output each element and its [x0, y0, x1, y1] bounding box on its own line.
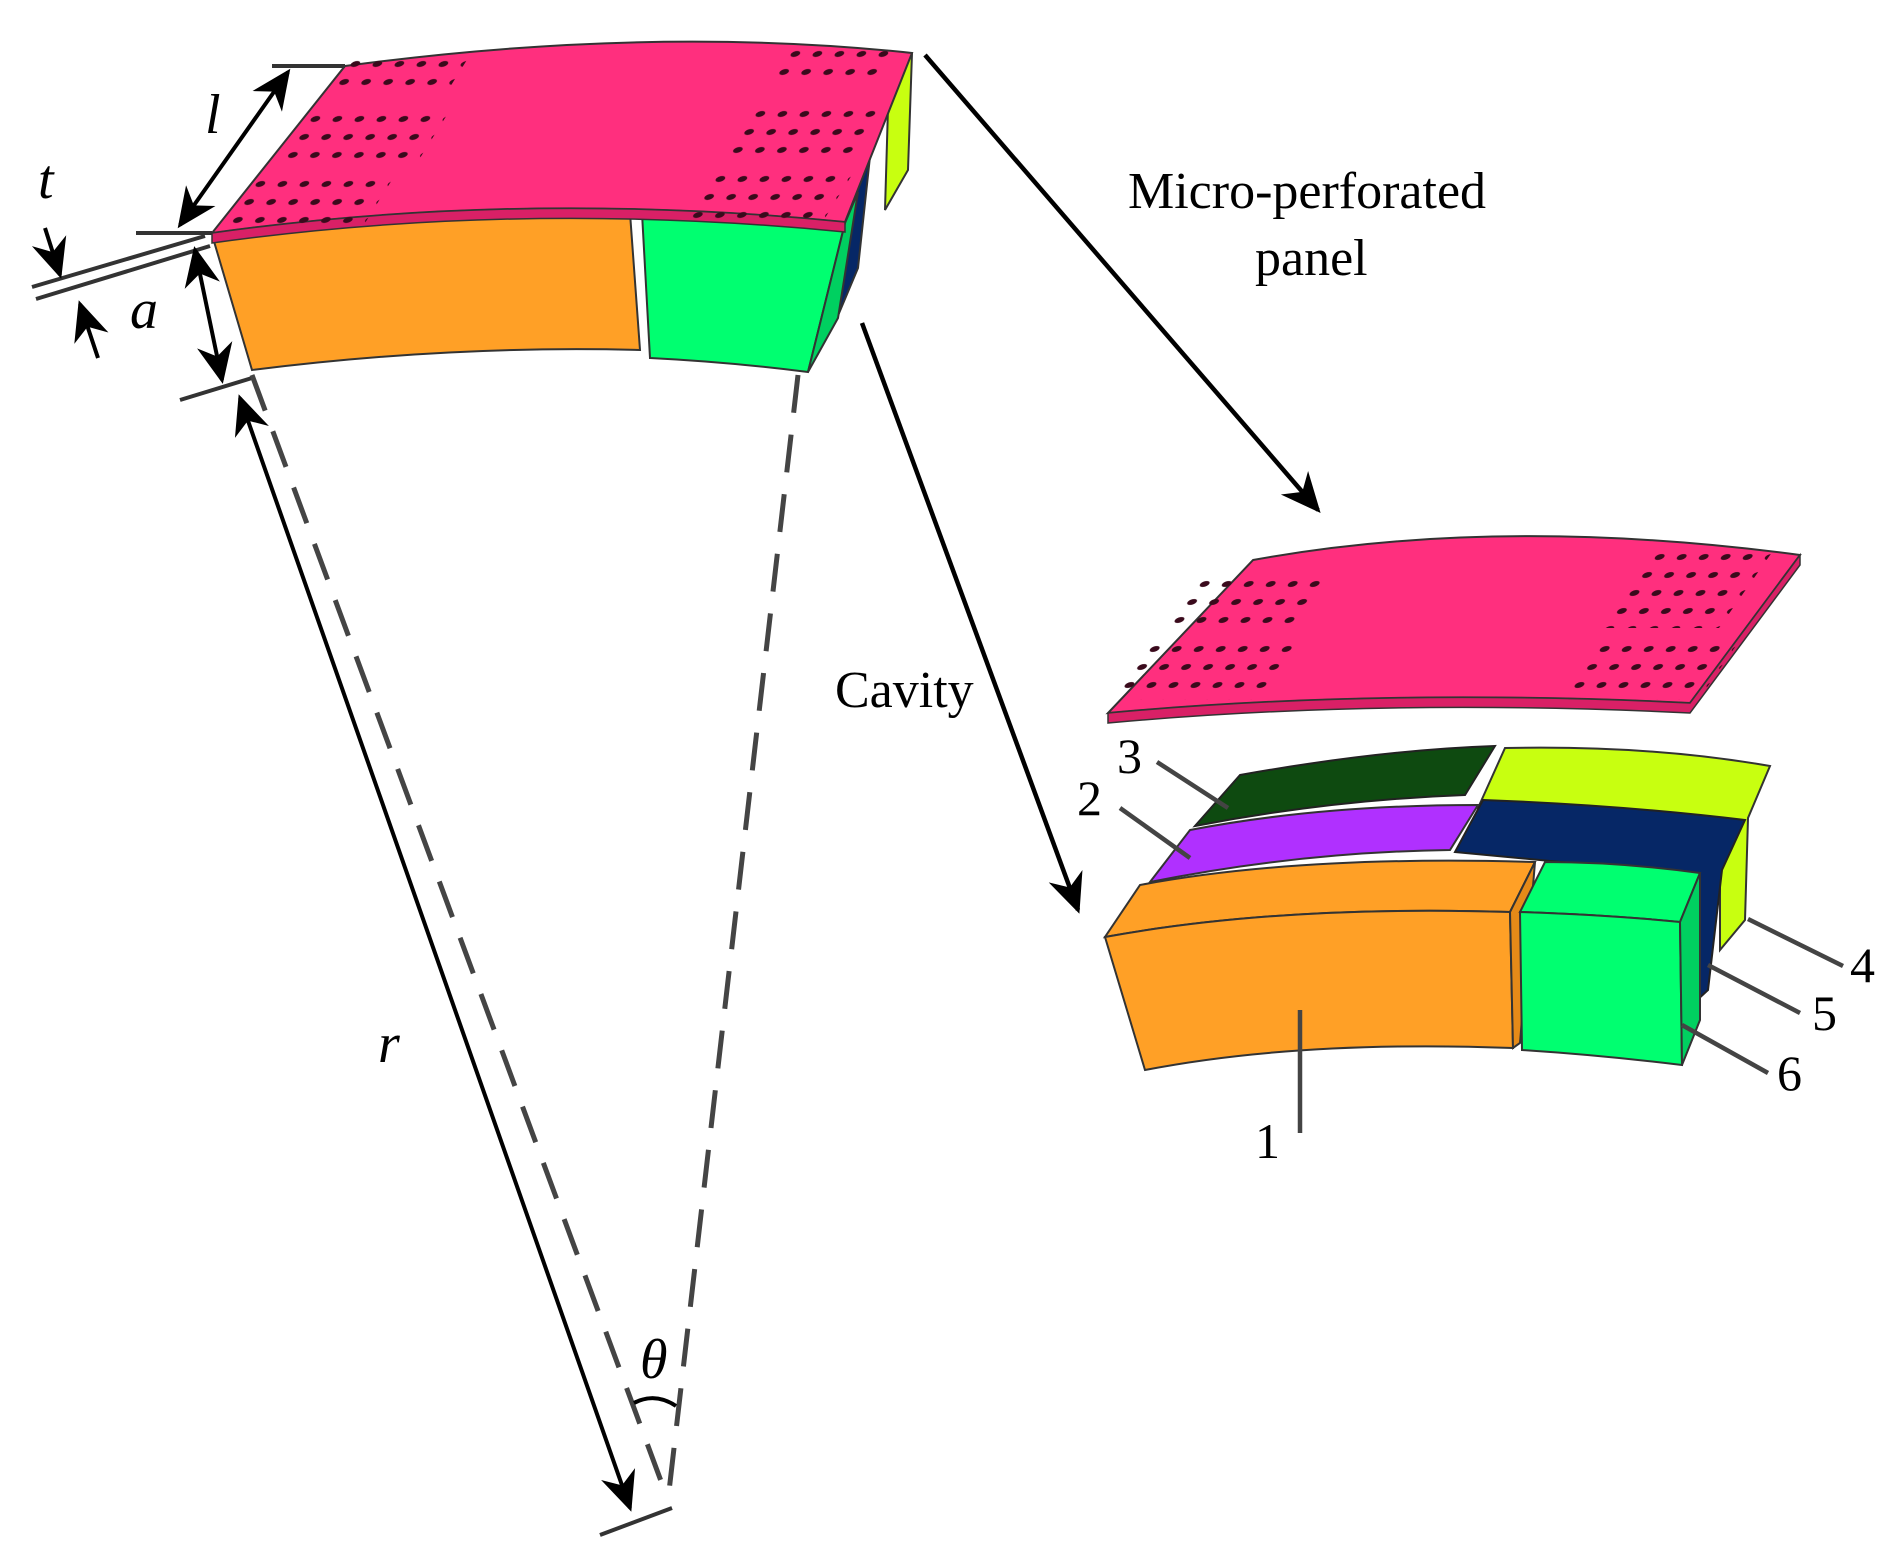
- leader-3: [1155, 760, 1230, 810]
- exploded-view: [1102, 535, 1802, 1072]
- exploded-cavity-5: [1453, 798, 1747, 1005]
- part-number-3: 3: [1117, 728, 1142, 784]
- part-number-2: 2: [1077, 770, 1102, 826]
- assembled-absorber: [209, 40, 914, 374]
- symbol-t: t: [38, 149, 55, 211]
- arrow-to-exploded-cavity: [859, 322, 1083, 914]
- part-number-1: 1: [1255, 1113, 1280, 1169]
- radial-line-right: [665, 374, 801, 1501]
- dimension-t-arrow-bottom: [74, 300, 109, 359]
- part-leader-lines: [1118, 760, 1844, 1133]
- leader-4: [1747, 916, 1844, 969]
- leader-2: [1118, 806, 1192, 860]
- radial-dashed-lines: [249, 374, 801, 1501]
- exploded-cavity-2: [1147, 803, 1480, 884]
- exploded-cavity-3: [1192, 744, 1497, 828]
- dimension-l-arrow: [177, 68, 291, 229]
- dimension-t-arrow-top: [31, 227, 67, 279]
- dimension-lines: [31, 64, 673, 1537]
- angle-theta-arc: [633, 1396, 678, 1408]
- radial-line-left: [249, 374, 671, 1501]
- part-number-4: 4: [1850, 937, 1875, 993]
- dimension-a-arrow: [184, 246, 233, 384]
- exploded-panel-edge: [1107, 552, 1801, 724]
- symbol-a: a: [130, 279, 158, 341]
- symbol-r: r: [378, 1013, 400, 1075]
- leader-5: [1706, 963, 1802, 1015]
- exploded-cavity-6-front: [1518, 910, 1684, 1067]
- label-cavity: Cavity: [835, 662, 974, 719]
- dimension-r-arrow: [234, 394, 636, 1512]
- perforations-right: [683, 45, 900, 220]
- symbol-theta: θ: [640, 1329, 668, 1391]
- part-number-6: 6: [1777, 1045, 1802, 1101]
- symbol-l: l: [205, 84, 221, 146]
- label-micro-perforated-line1: Micro-perforated: [1128, 163, 1486, 220]
- arrow-to-exploded-panel: [923, 53, 1321, 514]
- part-number-5: 5: [1812, 985, 1837, 1041]
- pointer-arrows: [859, 53, 1321, 914]
- exploded-cavity-6-side: [1678, 872, 1701, 1066]
- leader-6: [1680, 1023, 1770, 1075]
- label-micro-perforated-line2: panel: [1255, 230, 1368, 287]
- exploded-cavity-1-front: [1103, 909, 1515, 1072]
